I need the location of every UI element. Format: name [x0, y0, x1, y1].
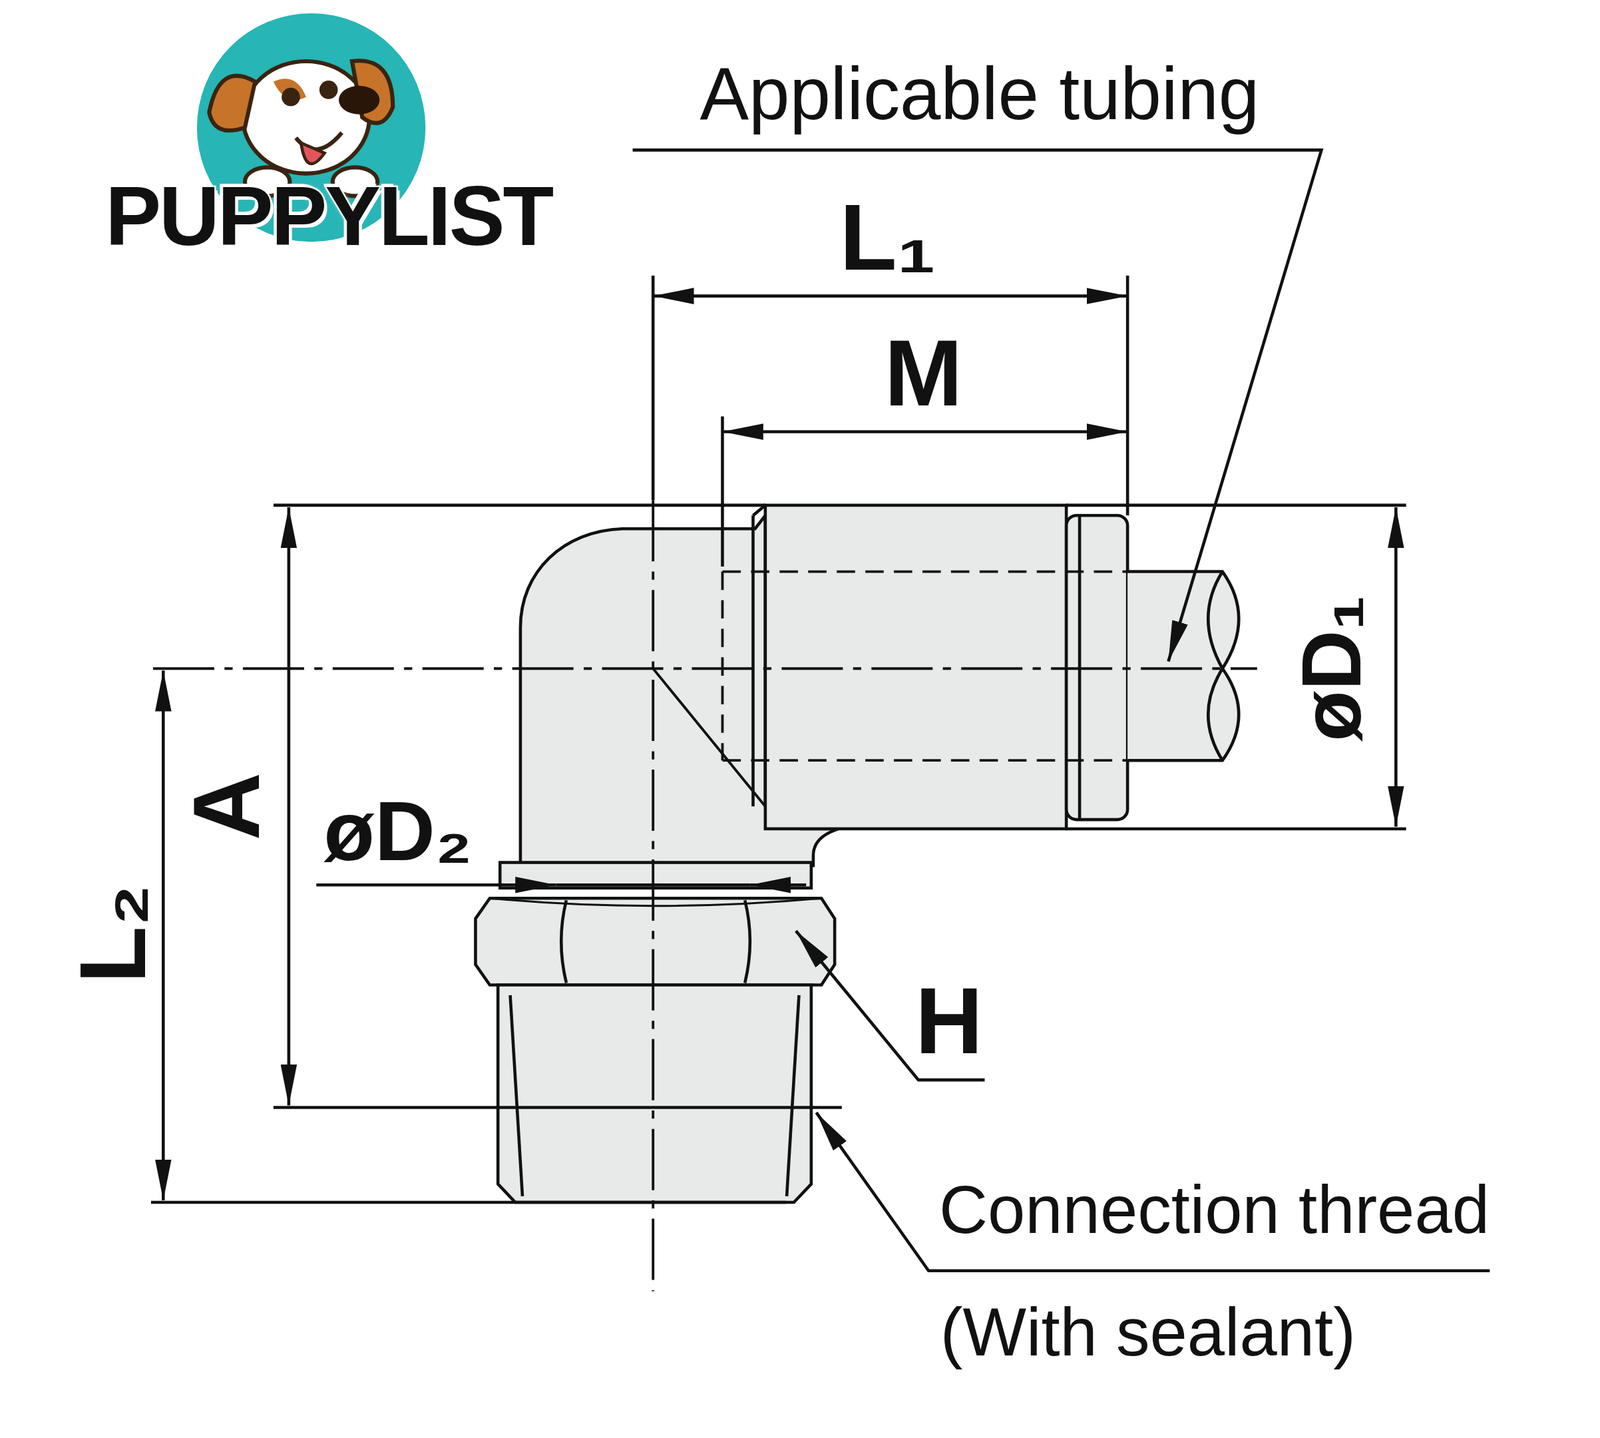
dimension-label: L₂ [65, 883, 160, 984]
callout-label: H [915, 973, 984, 1068]
callout-label: (With sealant) [940, 1297, 1356, 1366]
watermark: PUPPYLIST [105, 174, 552, 259]
dimension-label: øD₁ [1289, 595, 1374, 742]
thread-body [497, 985, 812, 1203]
dimension-label: M [884, 325, 964, 420]
sleeve [765, 505, 1067, 829]
tube [1127, 571, 1239, 761]
dimension-label: A [179, 772, 274, 840]
hex-nut [475, 897, 835, 985]
callout-label: Applicable tubing [699, 57, 1260, 131]
callout-label: Connection thread [939, 1175, 1490, 1243]
dimension-label: øD₂ [323, 790, 472, 874]
dimension-label: L₁ [839, 189, 937, 284]
